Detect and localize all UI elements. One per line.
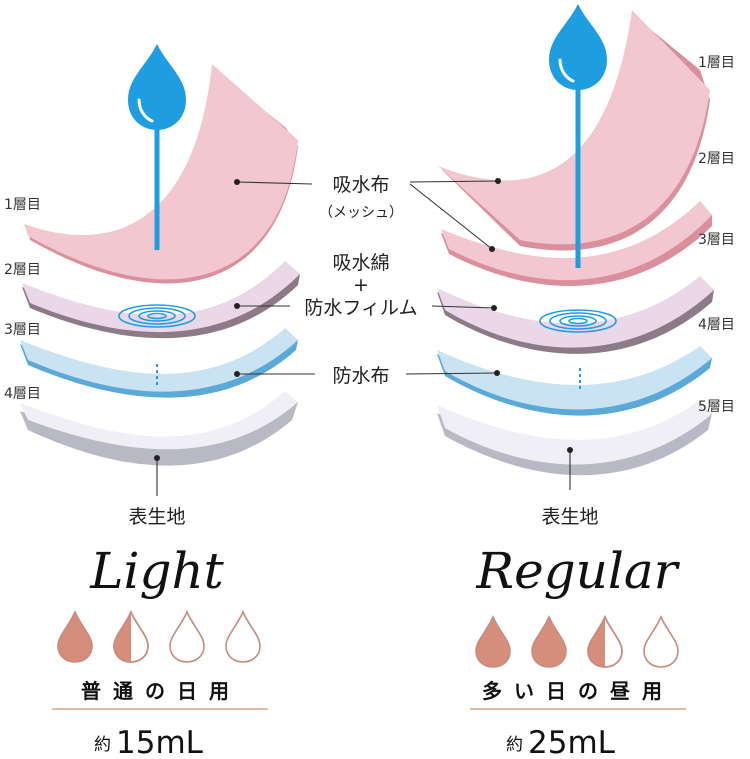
regular-amount-prefix: 約	[506, 735, 523, 755]
light-layer-stack	[20, 64, 300, 466]
light-drop-rating-icon	[113, 609, 149, 663]
callout-waterproof-cloth: 防水布	[332, 365, 389, 387]
regular-amount: 25mL	[528, 725, 616, 759]
light-water-drop-illustration	[118, 44, 196, 388]
callout-absorbent-cloth: 吸水布	[332, 174, 389, 196]
light-layer-absorbent-cotton	[22, 261, 300, 339]
regular-layer-surface	[437, 400, 712, 476]
regular-ripple-icon	[539, 309, 617, 333]
light-layer-label-3: 3層目	[4, 322, 41, 338]
regular-layer-stack	[437, 10, 714, 476]
regular-drop-rating-icon	[643, 614, 679, 668]
light-layer-label-4: 4層目	[4, 386, 41, 402]
regular-layer-label-4: 4層目	[698, 317, 735, 333]
regular-layer-waterproof-cloth	[437, 346, 712, 416]
light-amount-prefix: 約	[94, 735, 111, 755]
regular-drop-rating-icon	[531, 614, 567, 668]
callout-waterproof-film: 防水フィルム	[304, 297, 417, 319]
light-product-name: Light	[89, 542, 224, 600]
regular-absorbency-drops	[475, 614, 679, 668]
light-layer-waterproof-cloth	[20, 328, 298, 398]
regular-drop-rating-icon	[587, 614, 623, 668]
light-layer-label-2: 2層目	[4, 262, 41, 278]
light-layer-absorbent-cloth	[24, 64, 298, 284]
light-ripple-icon	[118, 304, 196, 328]
callout-mesh: （メッシュ）	[319, 205, 403, 221]
regular-layer-absorbent-cloth-2	[441, 201, 712, 287]
light-water-drop-icon	[128, 44, 186, 130]
callout-plus: +	[353, 274, 369, 296]
regular-usage-label: 多い日の昼用	[482, 679, 674, 703]
regular-layer-label-2: 2層目	[698, 151, 735, 167]
light-drop-rating-icon	[169, 609, 205, 663]
light-surface-label: 表生地	[128, 506, 185, 528]
regular-layer-label-3: 3層目	[698, 232, 735, 248]
regular-layer-absorbent-cotton	[437, 276, 714, 354]
regular-layer-label-1: 1層目	[698, 55, 735, 71]
regular-surface-label: 表生地	[541, 506, 598, 528]
light-absorbency-drops	[57, 609, 261, 663]
regular-water-drop-illustration	[539, 4, 617, 392]
light-layer-surface	[20, 391, 298, 466]
light-drop-rating-icon	[57, 609, 93, 663]
light-layer-label-1: 1層目	[4, 197, 41, 213]
callout-absorbent-cotton: 吸水綿	[332, 252, 389, 274]
regular-drop-rating-icon	[475, 614, 511, 668]
light-usage-label: 普通の日用	[81, 679, 241, 703]
regular-product-name: Regular	[475, 542, 680, 600]
light-amount: 15mL	[116, 725, 204, 759]
regular-layer-absorbent-cloth-1	[438, 10, 710, 251]
regular-water-drop-icon	[549, 4, 607, 90]
regular-layer-label-5: 5層目	[698, 399, 735, 415]
light-drop-rating-icon	[225, 609, 261, 663]
callout-leaders	[154, 178, 573, 496]
